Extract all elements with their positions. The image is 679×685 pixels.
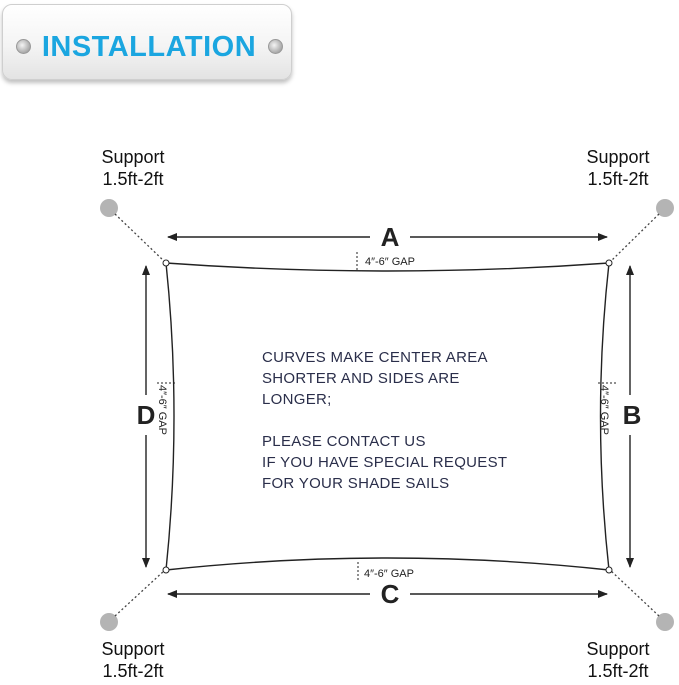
corner-ring	[605, 259, 613, 267]
side-label-c: C	[381, 579, 400, 609]
screw-icon	[16, 39, 31, 54]
side-label-a: A	[381, 222, 400, 252]
gap-label-top: 4″-6″ GAP	[365, 256, 415, 268]
support-label-top-right: Support 1.5ft-2ft	[563, 146, 673, 190]
tension-line-bottom-left	[114, 569, 166, 617]
installation-banner: INSTALLATION	[2, 4, 292, 80]
support-post-top-left	[100, 199, 118, 217]
installation-note: CURVES MAKE CENTER AREA SHORTER AND SIDE…	[262, 347, 507, 494]
gap-label-left: 4″-6″ GAP	[156, 385, 168, 435]
support-label-top-left: Support 1.5ft-2ft	[78, 146, 188, 190]
corner-ring	[162, 259, 170, 267]
support-length: 1.5ft-2ft	[102, 169, 164, 189]
note-line: PLEASE CONTACT US	[262, 433, 426, 450]
support-label-bottom-left: Support 1.5ft-2ft	[78, 638, 188, 682]
support-length: 1.5ft-2ft	[102, 661, 164, 681]
support-title: Support	[586, 639, 650, 659]
support-post-top-right	[656, 199, 674, 217]
note-line: LONGER;	[262, 391, 332, 408]
note-line: IF YOU HAVE SPECIAL REQUEST	[262, 454, 508, 471]
support-title: Support	[101, 639, 165, 659]
corner-ring	[605, 566, 613, 574]
support-title: Support	[586, 147, 650, 167]
side-label-d: D	[137, 400, 156, 430]
support-label-bottom-right: Support 1.5ft-2ft	[563, 638, 673, 682]
support-post-bottom-left	[100, 613, 118, 631]
corner-ring	[162, 566, 170, 574]
support-title: Support	[101, 147, 165, 167]
screw-icon	[268, 39, 283, 54]
banner-title: INSTALLATION	[41, 31, 257, 63]
side-label-b: B	[623, 400, 642, 430]
note-line: FOR YOUR SHADE SAILS	[262, 475, 450, 492]
tension-line-top-left	[114, 213, 166, 263]
support-length: 1.5ft-2ft	[587, 661, 649, 681]
support-length: 1.5ft-2ft	[587, 169, 649, 189]
note-line: SHORTER AND SIDES ARE	[262, 370, 460, 387]
tension-line-top-right	[609, 213, 660, 263]
tension-line-bottom-right	[609, 569, 660, 617]
gap-label-right: 4″-6″ GAP	[598, 385, 610, 435]
gap-label-bottom: 4″-6″ GAP	[364, 568, 414, 580]
support-post-bottom-right	[656, 613, 674, 631]
note-line: CURVES MAKE CENTER AREA	[262, 349, 488, 366]
